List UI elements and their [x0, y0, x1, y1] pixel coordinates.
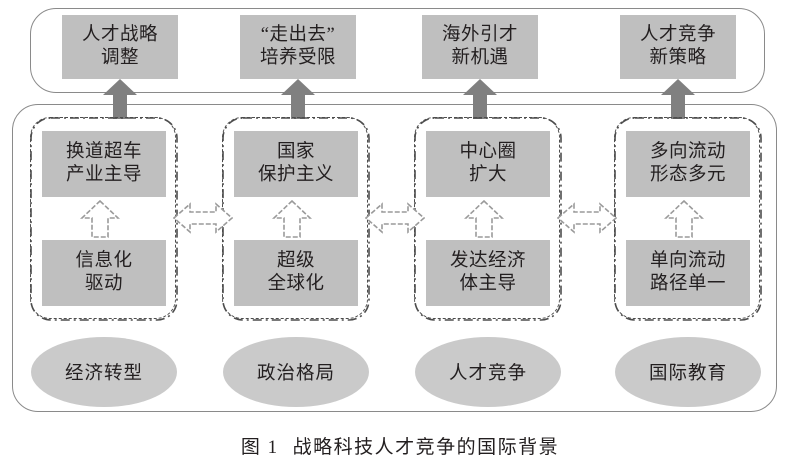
factor-line-1: 换道超车	[65, 141, 142, 162]
background-factors-container	[12, 104, 777, 412]
factor-line-2: 产业主导	[65, 165, 142, 185]
factor-line-1: 信息化	[75, 250, 133, 271]
thick-up-arrow-icon	[281, 79, 315, 119]
factor-line-2: 体主导	[459, 274, 517, 294]
domain-label: 国际教育	[648, 364, 727, 384]
domain-ellipse-education[interactable]: 国际教育	[615, 337, 761, 407]
factor-line-1: 国家	[276, 141, 315, 162]
figure-caption: 图 1 战略科技人才竞争的国际背景	[0, 432, 800, 459]
outcome-line-2: 调整	[100, 48, 139, 68]
factor-cell-lower[interactable]: 单向流动 路径单一	[626, 240, 750, 306]
hollow-up-arrow-icon	[663, 199, 705, 238]
dash-dot-border	[222, 117, 370, 321]
factor-cell-upper[interactable]: 多向流动 形态多元	[626, 131, 750, 197]
outcome-line-2: 新机遇	[451, 48, 509, 68]
factor-cell-lower[interactable]: 信息化 驱动	[42, 240, 166, 306]
figure-caption-title: 战略科技人才竞争的国际背景	[292, 437, 560, 458]
outcome-line-1: 人才战略	[81, 25, 158, 46]
domain-ellipse-economic[interactable]: 经济转型	[31, 337, 177, 407]
factor-line-1: 单向流动	[649, 250, 726, 271]
factor-line-2: 保护主义	[257, 165, 334, 185]
outcome-line-1: “走出去”	[260, 25, 336, 46]
factor-line-1: 超级	[276, 250, 315, 271]
outcome-line-2: 新策略	[649, 48, 707, 68]
outcome-line-1: 海外引才	[441, 25, 518, 46]
factor-group-education: 多向流动 形态多元 单向流动 路径单一	[614, 117, 762, 321]
factor-group-political: 国家 保护主义 超级 全球化	[222, 117, 370, 321]
double-arrow-icon	[364, 198, 426, 238]
outcome-box-talent-competition[interactable]: 人才竞争 新策略	[620, 15, 736, 79]
thick-up-arrow-icon	[661, 79, 695, 119]
factor-line-2: 路径单一	[649, 274, 726, 294]
factor-cell-lower[interactable]: 超级 全球化	[234, 240, 358, 306]
figure-caption-number: 图 1	[240, 437, 279, 458]
outcome-line-2: 培养受限	[259, 48, 336, 68]
factor-line-2: 形态多元	[649, 165, 726, 185]
top-outcomes-container	[30, 8, 765, 93]
factor-line-1: 多向流动	[649, 141, 726, 162]
factor-group-economic: 换道超车 产业主导 信息化 驱动	[30, 117, 178, 321]
factor-group-talent: 中心圈 扩大 发达经济 体主导	[414, 117, 562, 321]
dash-dot-border	[414, 117, 562, 321]
factor-cell-upper[interactable]: 国家 保护主义	[234, 131, 358, 197]
thick-up-arrow-icon	[103, 79, 137, 119]
domain-label: 经济转型	[64, 364, 143, 384]
domain-ellipse-political[interactable]: 政治格局	[223, 337, 369, 407]
factor-line-2: 全球化	[267, 274, 325, 294]
factor-line-2: 扩大	[468, 165, 507, 185]
factor-line-1: 发达经济	[449, 250, 526, 271]
hollow-up-arrow-icon	[271, 199, 313, 238]
double-arrow-icon	[172, 198, 234, 238]
thick-up-arrow-icon	[463, 79, 497, 119]
dash-dot-border	[30, 117, 178, 321]
domain-label: 政治格局	[256, 364, 335, 384]
factor-line-1: 中心圈	[459, 141, 517, 162]
domain-ellipse-talent[interactable]: 人才竞争	[415, 337, 561, 407]
factor-cell-upper[interactable]: 换道超车 产业主导	[42, 131, 166, 197]
hollow-up-arrow-icon	[79, 199, 121, 238]
outcome-box-overseas-talent[interactable]: 海外引才 新机遇	[422, 15, 538, 79]
factor-line-2: 驱动	[84, 274, 123, 294]
hollow-up-arrow-icon	[463, 199, 505, 238]
factor-cell-upper[interactable]: 中心圈 扩大	[426, 131, 550, 197]
double-arrow-icon	[556, 198, 618, 238]
outcome-line-1: 人才竞争	[639, 25, 716, 46]
dash-dot-border	[614, 117, 762, 321]
outcome-box-going-out[interactable]: “走出去” 培养受限	[240, 15, 356, 79]
outcome-box-talent-strategy[interactable]: 人才战略 调整	[62, 15, 178, 79]
factor-cell-lower[interactable]: 发达经济 体主导	[426, 240, 550, 306]
domain-label: 人才竞争	[448, 364, 527, 384]
